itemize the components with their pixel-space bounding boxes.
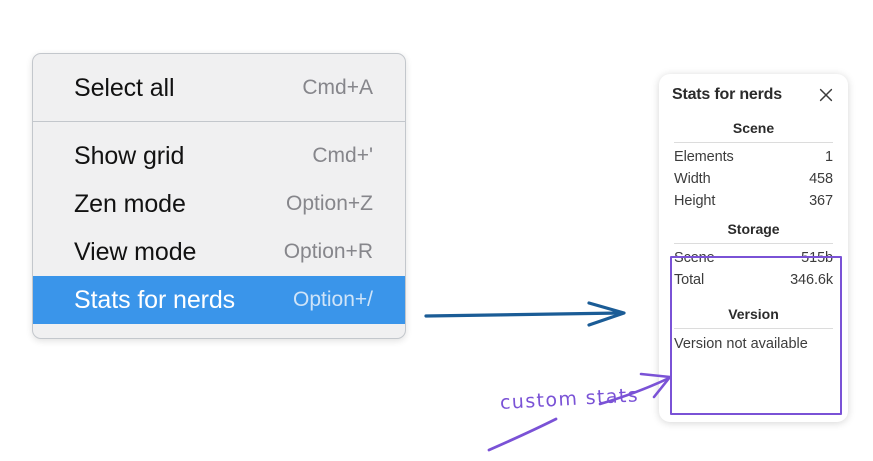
stat-value: 346.6k — [790, 272, 833, 288]
stats-for-nerds-panel: Stats for nerds Scene Elements 1 Width 4… — [659, 74, 848, 422]
stat-value: 367 — [809, 193, 833, 209]
stat-key: Height — [674, 193, 716, 209]
menu-item-show-grid[interactable]: Show grid Cmd+' — [33, 132, 405, 180]
section-scene: Scene Elements 1 Width 458 Height 367 — [672, 117, 835, 212]
menu-item-label: Stats for nerds — [74, 285, 236, 314]
stat-value: 458 — [809, 171, 833, 187]
blue-pointer-arrow — [424, 301, 626, 327]
section-heading-storage: Storage — [727, 221, 780, 237]
stat-key: Scene — [674, 250, 715, 266]
stat-row-elements: Elements 1 — [672, 146, 835, 168]
section-heading-version: Version — [728, 306, 779, 322]
menu-group-2: Show grid Cmd+' Zen mode Option+Z View m… — [33, 121, 405, 324]
menu-item-shortcut: Option+R — [283, 240, 373, 263]
menu-group-1: Select all Cmd+A — [33, 64, 405, 112]
stat-key: Total — [674, 272, 705, 288]
stat-row-storage-total: Total 346.6k — [672, 269, 835, 291]
version-note: Version not available — [674, 336, 808, 352]
stat-value: 1 — [825, 149, 833, 165]
menu-item-view-mode[interactable]: View mode Option+R — [33, 228, 405, 276]
menu-item-stats-for-nerds[interactable]: Stats for nerds Option+/ — [33, 276, 405, 324]
close-icon[interactable] — [817, 86, 835, 104]
menu-item-label: Select all — [74, 73, 175, 102]
context-menu[interactable]: Select all Cmd+A Show grid Cmd+' Zen mod… — [32, 53, 406, 339]
menu-item-shortcut: Cmd+' — [312, 144, 373, 167]
stat-key: Elements — [674, 149, 734, 165]
section-divider — [674, 243, 833, 244]
section-version: Version Version not available — [672, 303, 835, 356]
annotation-label-custom-stats: custom stats — [499, 384, 640, 414]
section-heading-scene: Scene — [732, 120, 775, 136]
menu-item-shortcut: Option+/ — [293, 288, 373, 311]
section-divider — [674, 142, 833, 143]
menu-item-select-all[interactable]: Select all Cmd+A — [33, 64, 405, 112]
menu-item-label: Zen mode — [74, 189, 186, 218]
stat-row-width: Width 458 — [672, 168, 835, 190]
menu-item-shortcut: Option+Z — [286, 192, 373, 215]
stat-key: Width — [674, 171, 711, 187]
stat-row-storage-scene: Scene 515b — [672, 247, 835, 269]
stat-value: 515b — [801, 250, 833, 266]
panel-title: Stats for nerds — [672, 86, 782, 103]
menu-item-shortcut: Cmd+A — [302, 76, 373, 99]
purple-annotation-underline — [487, 417, 558, 452]
menu-item-zen-mode[interactable]: Zen mode Option+Z — [33, 180, 405, 228]
section-divider — [674, 328, 833, 329]
menu-item-label: Show grid — [74, 141, 185, 170]
panel-header: Stats for nerds — [672, 86, 835, 104]
section-storage: Storage Scene 515b Total 346.6k — [672, 218, 835, 291]
menu-item-label: View mode — [74, 237, 197, 266]
stat-row-height: Height 367 — [672, 190, 835, 212]
